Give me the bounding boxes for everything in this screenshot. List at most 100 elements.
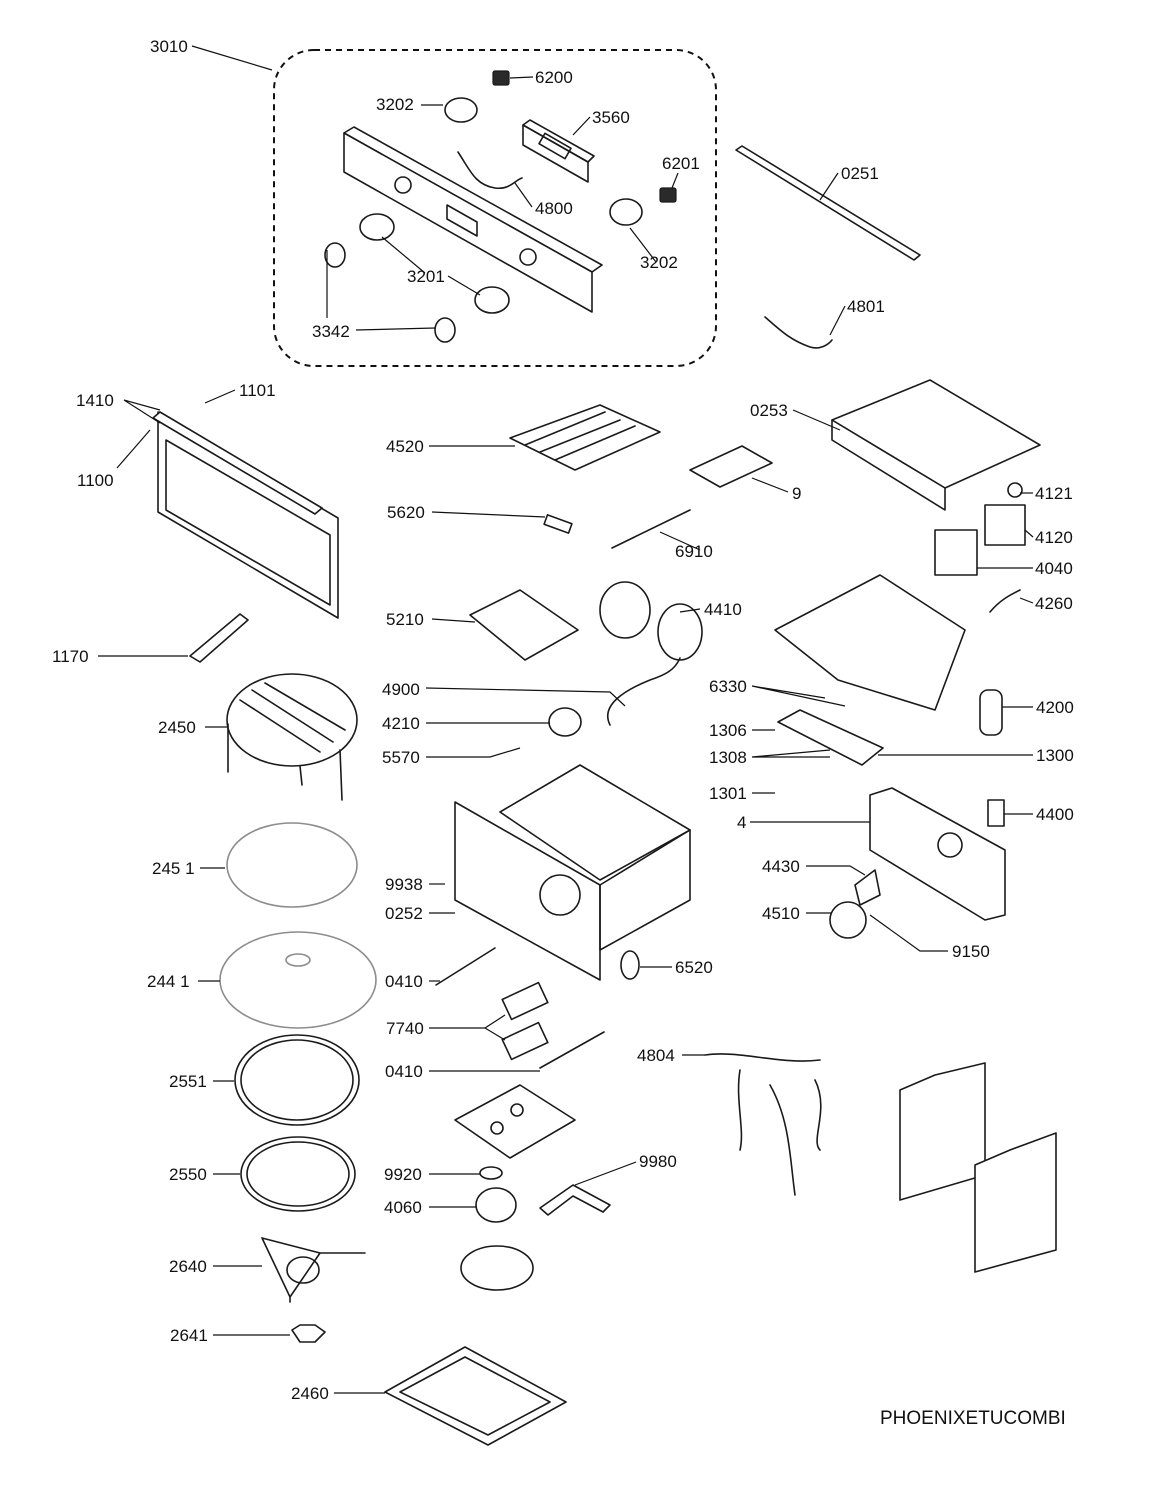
label-0253: 0253 bbox=[750, 401, 788, 420]
magnetron bbox=[934, 529, 978, 576]
label-9920: 9920 bbox=[384, 1165, 422, 1184]
wire-4260 bbox=[989, 589, 1021, 613]
glass-turntable bbox=[240, 1136, 356, 1212]
label-4800: 4800 bbox=[535, 199, 573, 218]
cavity-turntable-well bbox=[539, 874, 581, 916]
oven-cavity-frame bbox=[454, 801, 601, 981]
roller-ring-inner bbox=[240, 1039, 354, 1121]
label-2641: 2641 bbox=[170, 1326, 208, 1345]
label-4430: 4430 bbox=[762, 857, 800, 876]
drip-tray-inner bbox=[399, 1356, 551, 1436]
side-panel-left bbox=[899, 1062, 986, 1201]
base-plate-hole bbox=[490, 1121, 504, 1135]
top-cover bbox=[831, 379, 1041, 489]
capacitor bbox=[979, 689, 1003, 736]
label-1100: 1100 bbox=[77, 471, 114, 490]
label-0410: 0410 bbox=[385, 1062, 423, 1081]
label-5570: 5570 bbox=[382, 748, 420, 767]
roller-support bbox=[261, 1237, 366, 1303]
group-border bbox=[273, 49, 717, 367]
encoder-top bbox=[444, 97, 478, 123]
wiring-harness bbox=[704, 1053, 822, 1196]
crisp-plate bbox=[219, 931, 377, 1029]
power-cord bbox=[607, 657, 681, 726]
knob-cap-1 bbox=[324, 242, 346, 268]
label-6201: 6201 bbox=[662, 154, 700, 173]
ring-heater bbox=[829, 901, 867, 939]
mounting-ring bbox=[460, 1245, 534, 1291]
knob-body-2 bbox=[474, 286, 510, 314]
label-1308: 1308 bbox=[709, 748, 747, 767]
label-9: 9 bbox=[792, 484, 801, 503]
chassis-base bbox=[774, 574, 966, 711]
label-3202: 3202 bbox=[376, 95, 414, 114]
switch-6201 bbox=[659, 187, 677, 203]
label-7740: 7740 bbox=[386, 1019, 424, 1038]
label-4410: 4410 bbox=[704, 600, 742, 619]
shelf-rail-upper bbox=[435, 947, 496, 986]
label-4520: 4520 bbox=[386, 437, 424, 456]
oven-door bbox=[157, 411, 339, 619]
switch-bracket bbox=[777, 709, 884, 766]
label-4400: 4400 bbox=[1036, 805, 1074, 824]
label-2551: 2551 bbox=[169, 1072, 207, 1091]
label-2460: 2460 bbox=[291, 1384, 329, 1403]
base-plate bbox=[454, 1084, 576, 1159]
label-1410: 1410 bbox=[76, 391, 114, 410]
cable-4801 bbox=[764, 316, 833, 349]
base-plate-hole bbox=[510, 1103, 524, 1117]
label-6200: 6200 bbox=[535, 68, 573, 87]
label-3342: 3342 bbox=[312, 322, 350, 341]
shelf-rail-lower bbox=[539, 1031, 605, 1069]
label-4260: 4260 bbox=[1035, 594, 1073, 613]
fuse-holder bbox=[1007, 482, 1023, 498]
label-1301: 1301 bbox=[709, 784, 747, 803]
high-rack bbox=[226, 673, 358, 767]
label-4060: 4060 bbox=[384, 1198, 422, 1217]
label-4200: 4200 bbox=[1036, 698, 1074, 717]
door-hinge bbox=[189, 613, 249, 663]
knob-hole-right bbox=[519, 248, 537, 266]
temperature-sensor bbox=[611, 509, 691, 549]
label-4900: 4900 bbox=[382, 680, 420, 699]
label-1101: 1101 bbox=[239, 381, 276, 400]
drip-tray bbox=[384, 1346, 567, 1446]
crisp-plate-hub bbox=[285, 953, 311, 967]
cavity-fan-opening bbox=[937, 832, 963, 858]
label-6910: 6910 bbox=[675, 542, 713, 561]
label-4040: 4040 bbox=[1035, 559, 1073, 578]
high-rack-bars bbox=[239, 682, 346, 753]
coupler bbox=[479, 1166, 503, 1180]
deflector-plate bbox=[689, 445, 773, 488]
door-switch-4400 bbox=[987, 799, 1005, 827]
door-handle bbox=[152, 411, 323, 515]
label-2550: 2550 bbox=[169, 1165, 207, 1184]
top-cover-front bbox=[831, 419, 946, 511]
door-glass bbox=[165, 439, 331, 606]
label-2451: 245 1 bbox=[152, 859, 195, 878]
part-labels: 3010 6200 3202 3560 6201 4800 3202 3201 … bbox=[52, 37, 1074, 1429]
bracket-upper bbox=[501, 981, 549, 1021]
label-2640: 2640 bbox=[169, 1257, 207, 1276]
cavity-wrap bbox=[869, 787, 1006, 921]
support-9980 bbox=[539, 1184, 611, 1216]
label-0410: 0410 bbox=[385, 972, 423, 991]
bracket-lower bbox=[501, 1021, 549, 1061]
grill-element bbox=[509, 404, 661, 471]
label-4: 4 bbox=[737, 813, 746, 832]
label-0251: 0251 bbox=[841, 164, 879, 183]
control-panel-group bbox=[273, 49, 717, 367]
label-5620: 5620 bbox=[387, 503, 425, 522]
label-4510: 4510 bbox=[762, 904, 800, 923]
knob-hole-left bbox=[394, 176, 412, 194]
low-rack bbox=[226, 822, 358, 908]
cavity-fan bbox=[854, 869, 881, 906]
label-4210: 4210 bbox=[382, 714, 420, 733]
label-3201: 3201 bbox=[407, 267, 445, 286]
label-4121: 4121 bbox=[1035, 484, 1073, 503]
label-5210: 5210 bbox=[386, 610, 424, 629]
knob-cap-2 bbox=[434, 317, 456, 343]
label-4120: 4120 bbox=[1035, 528, 1073, 547]
label-6330: 6330 bbox=[709, 677, 747, 696]
